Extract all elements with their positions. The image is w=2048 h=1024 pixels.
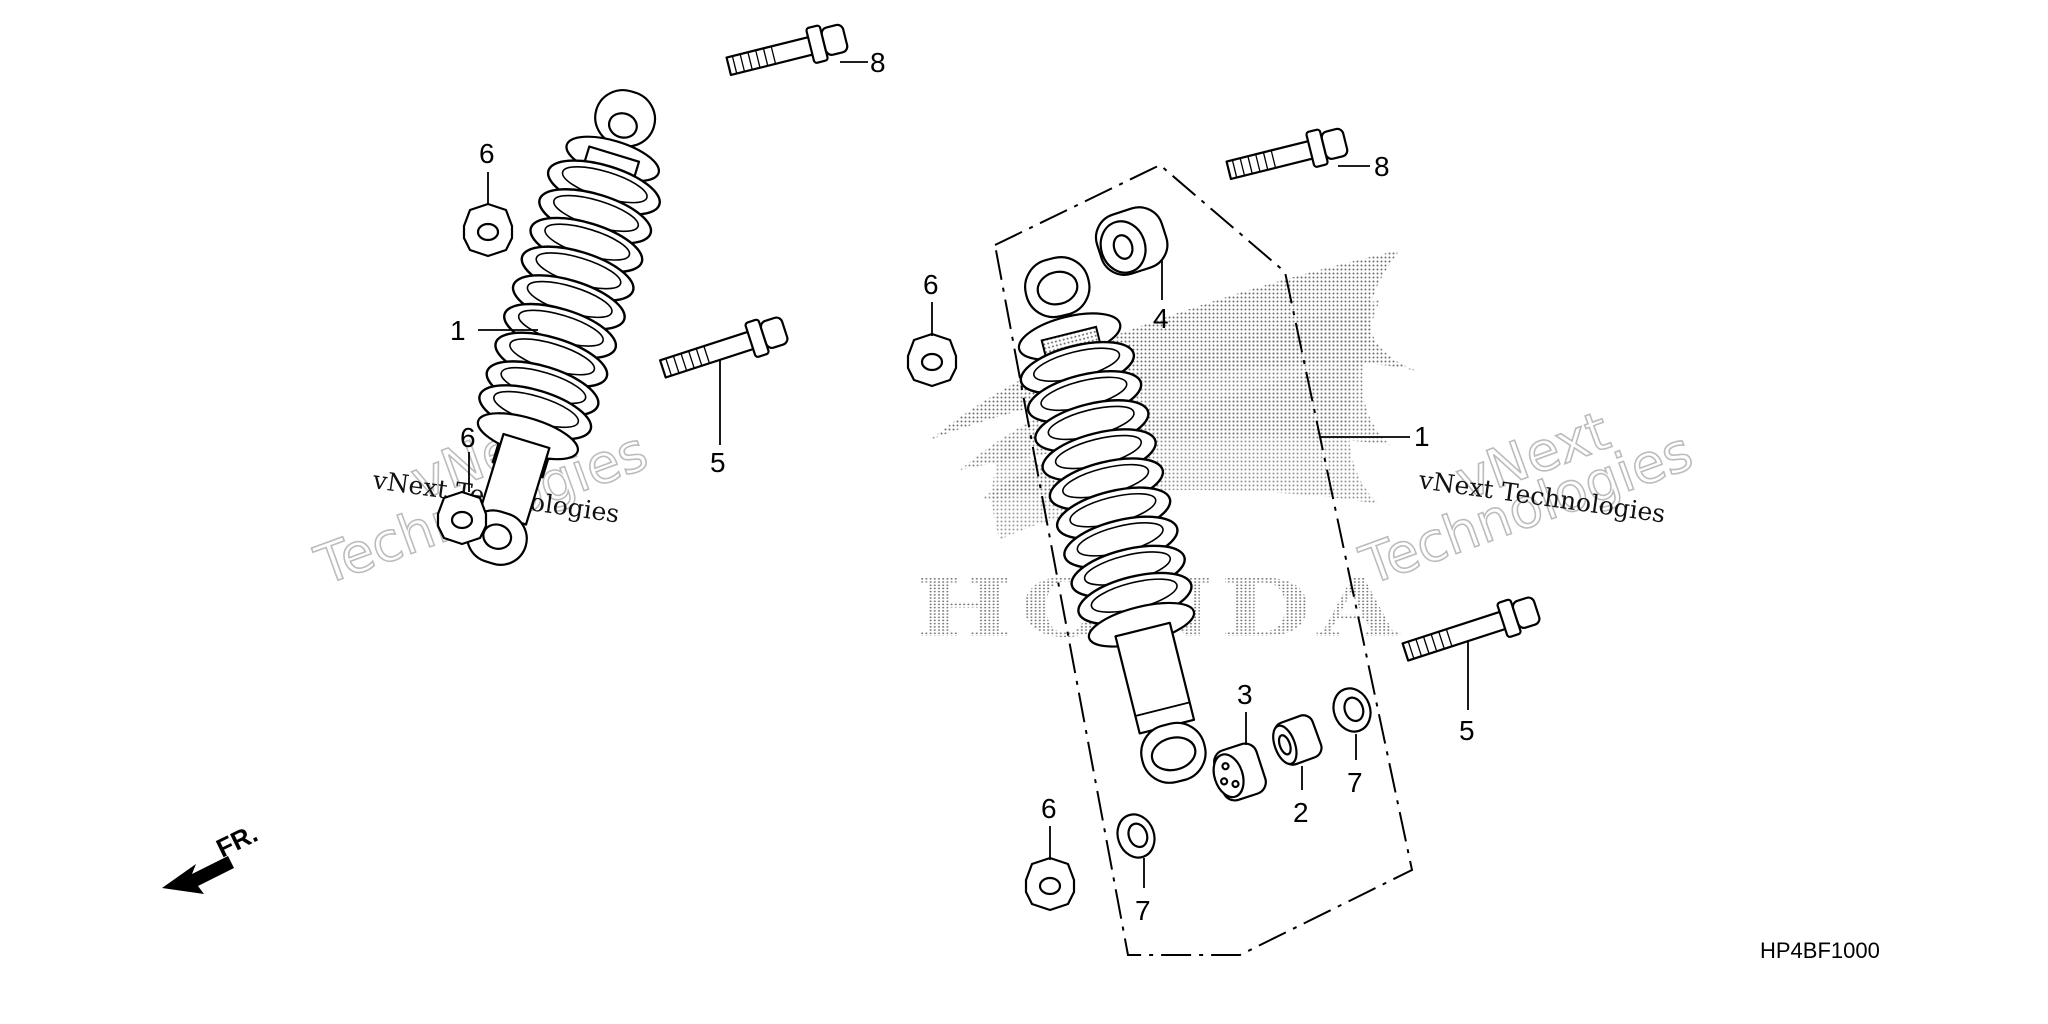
right-bolt-bottom [1401, 596, 1541, 662]
callout-bushing-lower: 3 [1237, 679, 1253, 710]
right-bolt-top [1225, 127, 1349, 181]
left-bolt-bottom [659, 316, 789, 379]
right-shock-absorber [1014, 256, 1207, 784]
callout-seal-left: 7 [1135, 895, 1151, 926]
callout-left-nut-top: 6 [479, 138, 495, 169]
left-shock-absorber [465, 89, 668, 566]
callout-right-nut-bottom: 6 [1041, 793, 1057, 824]
callout-collar: 2 [1293, 797, 1309, 828]
callout-right-nut-top: 6 [923, 269, 939, 300]
right-bushing-lower [1212, 742, 1267, 802]
callout-right-bolt-bottom: 5 [1459, 715, 1475, 746]
front-arrow-icon [162, 856, 234, 894]
diagram-code: HP4BF1000 [1760, 938, 1880, 963]
callout-left-bolt-bottom: 5 [710, 447, 726, 478]
right-bushing-upper [1094, 206, 1169, 276]
callout-right-shock: 1 [1414, 421, 1430, 452]
callout-left-bolt-top: 8 [870, 47, 886, 78]
left-bolt-top [725, 23, 849, 77]
left-shock-assembly: 1 6 6 8 5 [436, 23, 886, 566]
left-nut-bottom [436, 490, 488, 546]
right-seal-right [1332, 687, 1372, 733]
left-nut-top [462, 202, 514, 258]
right-seal-left [1116, 813, 1156, 859]
right-collar [1272, 714, 1323, 766]
assembly-boundary [993, 163, 1414, 956]
callout-bushing-upper: 4 [1153, 303, 1169, 334]
callout-right-bolt-top: 8 [1374, 151, 1390, 182]
front-direction-indicator: FR. [162, 818, 262, 894]
callout-seal-right: 7 [1347, 767, 1363, 798]
callout-left-shock: 1 [450, 315, 466, 346]
callout-left-nut-bottom: 6 [460, 422, 476, 453]
right-nut-top [906, 332, 958, 388]
right-shock-assembly: 1 6 6 8 5 4 3 2 7 7 [906, 127, 1541, 956]
right-nut-bottom [1024, 856, 1076, 912]
front-direction-label: FR. [211, 818, 262, 863]
